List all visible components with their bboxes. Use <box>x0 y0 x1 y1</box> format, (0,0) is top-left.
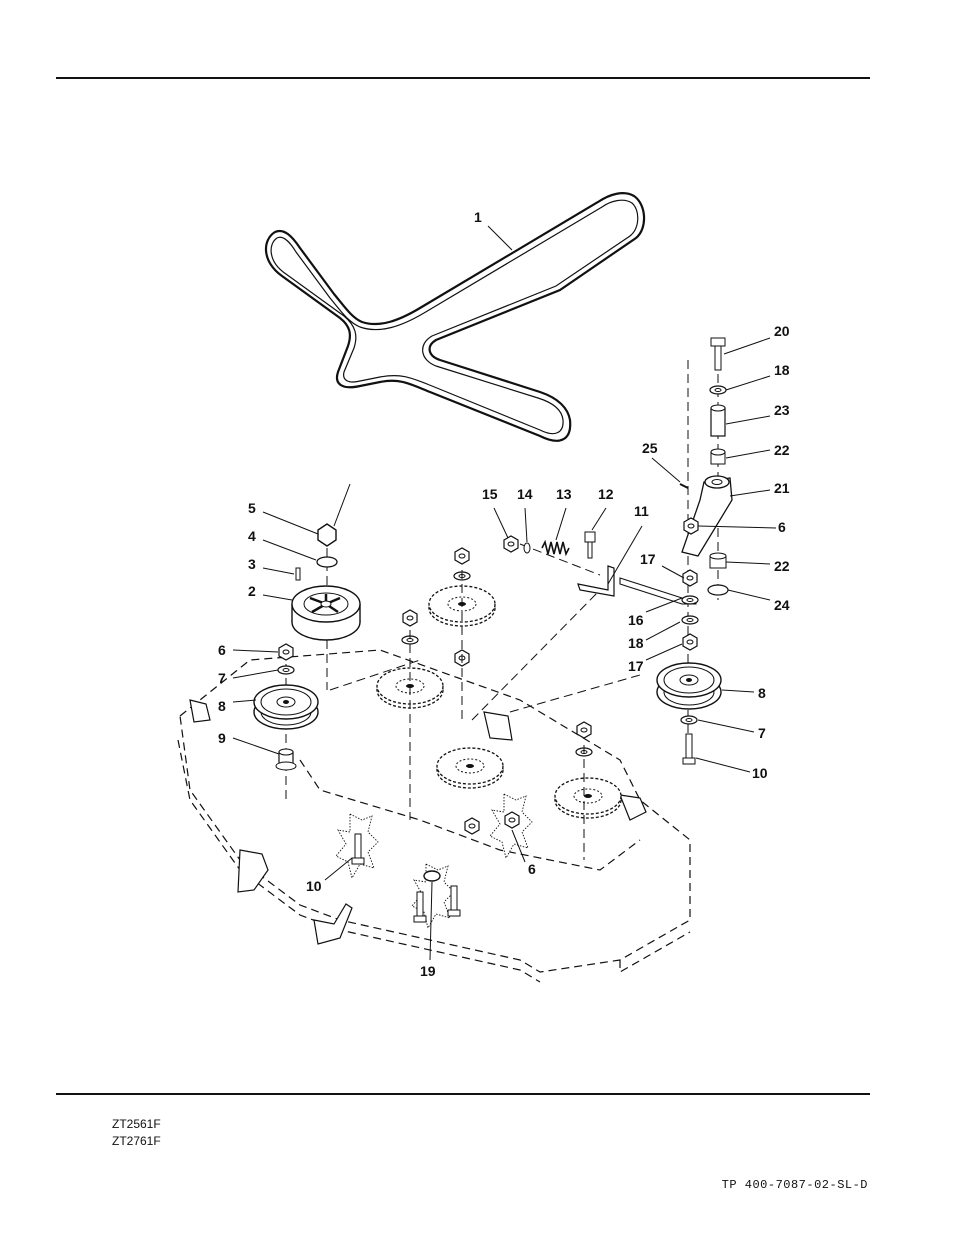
bottom-rule <box>56 1093 870 1095</box>
spindle-right <box>554 777 622 819</box>
callout-10-left: 10 <box>306 878 322 894</box>
spindle-nut-right <box>576 721 592 739</box>
washer-24 <box>707 584 729 596</box>
callout-10-right: 10 <box>752 765 768 781</box>
blade-washer-19 <box>423 870 441 882</box>
idler-pulley-right <box>656 662 722 710</box>
callout-23: 23 <box>774 402 790 418</box>
pulley-washer-4 <box>316 556 338 568</box>
bearing-22-bottom <box>709 552 727 569</box>
callout-19: 19 <box>420 963 436 979</box>
callout-20: 20 <box>774 323 790 339</box>
drive-pulley-2 <box>291 585 361 641</box>
spindle-nut-left <box>402 609 418 627</box>
idler-arm-21 <box>681 475 733 557</box>
bearing-22-top <box>710 448 726 465</box>
callout-21: 21 <box>774 480 790 496</box>
callout-17-bottom: 17 <box>628 658 644 674</box>
idler-spacer-9 <box>275 748 297 771</box>
deck-brackets <box>189 699 647 945</box>
spindle-nut-upper <box>454 547 470 565</box>
callout-9: 9 <box>218 730 226 746</box>
callout-7-left: 7 <box>218 670 226 686</box>
spindle-center <box>436 747 504 789</box>
callout-6-right: 6 <box>778 519 786 535</box>
eyebolt-12 <box>584 531 596 559</box>
callout-8-right: 8 <box>758 685 766 701</box>
spring-washer-14 <box>523 542 531 554</box>
grease-fitting-25 <box>679 483 689 489</box>
top-rule <box>56 77 870 79</box>
callout-24: 24 <box>774 597 790 613</box>
pulley-key-3 <box>295 567 301 581</box>
callout-2: 2 <box>248 583 256 599</box>
pulley-nut-5 <box>317 523 337 547</box>
washer-7-right <box>680 715 698 725</box>
callout-16: 16 <box>628 612 644 628</box>
callout-1: 1 <box>474 209 482 225</box>
spindle-cap-center <box>464 817 480 835</box>
callout-22-top: 22 <box>774 442 790 458</box>
callout-4: 4 <box>248 528 256 544</box>
callout-6-blade: 6 <box>528 861 536 877</box>
washer-18-bottom <box>681 615 699 625</box>
callout-5: 5 <box>248 500 256 516</box>
model-number-1: ZT2561F <box>112 1117 161 1131</box>
callout-6-left: 6 <box>218 642 226 658</box>
idler-pulley-left <box>253 684 319 730</box>
callout-12: 12 <box>598 486 614 502</box>
callout-11: 11 <box>634 503 649 519</box>
belt <box>265 192 646 442</box>
spring-nut-15 <box>503 535 519 553</box>
idler-washer-left <box>277 665 295 675</box>
leader-lines <box>232 337 777 961</box>
washer-17-ring <box>681 595 699 605</box>
washer-18-top <box>709 385 727 395</box>
callout-18-bottom: 18 <box>628 635 644 651</box>
bushing-23 <box>710 404 726 437</box>
bolt-10-right <box>682 733 696 765</box>
callout-13: 13 <box>556 486 572 502</box>
callout-8-left: 8 <box>218 698 226 714</box>
callout-22-bottom: 22 <box>774 558 790 574</box>
callout-17-top: 17 <box>640 551 656 567</box>
leader-1 <box>487 225 513 251</box>
callout-7-right: 7 <box>758 725 766 741</box>
blade-nut <box>504 811 520 829</box>
nut-17-bottom <box>682 633 698 651</box>
document-number: TP 400-7087-02-SL-D <box>721 1178 868 1192</box>
callout-15: 15 <box>482 486 498 502</box>
bolt-20 <box>710 337 726 371</box>
model-number-2: ZT2761F <box>112 1134 161 1148</box>
arm-nut-6 <box>683 517 699 535</box>
callout-14: 14 <box>517 486 533 502</box>
bracket-11 <box>577 565 615 597</box>
idler-nut-left <box>278 643 294 661</box>
callout-25: 25 <box>642 440 658 456</box>
callout-18-top: 18 <box>774 362 790 378</box>
nut-17-top <box>682 569 698 587</box>
mower-deck <box>177 649 691 983</box>
spring-13 <box>541 539 570 557</box>
callout-3: 3 <box>248 556 256 572</box>
